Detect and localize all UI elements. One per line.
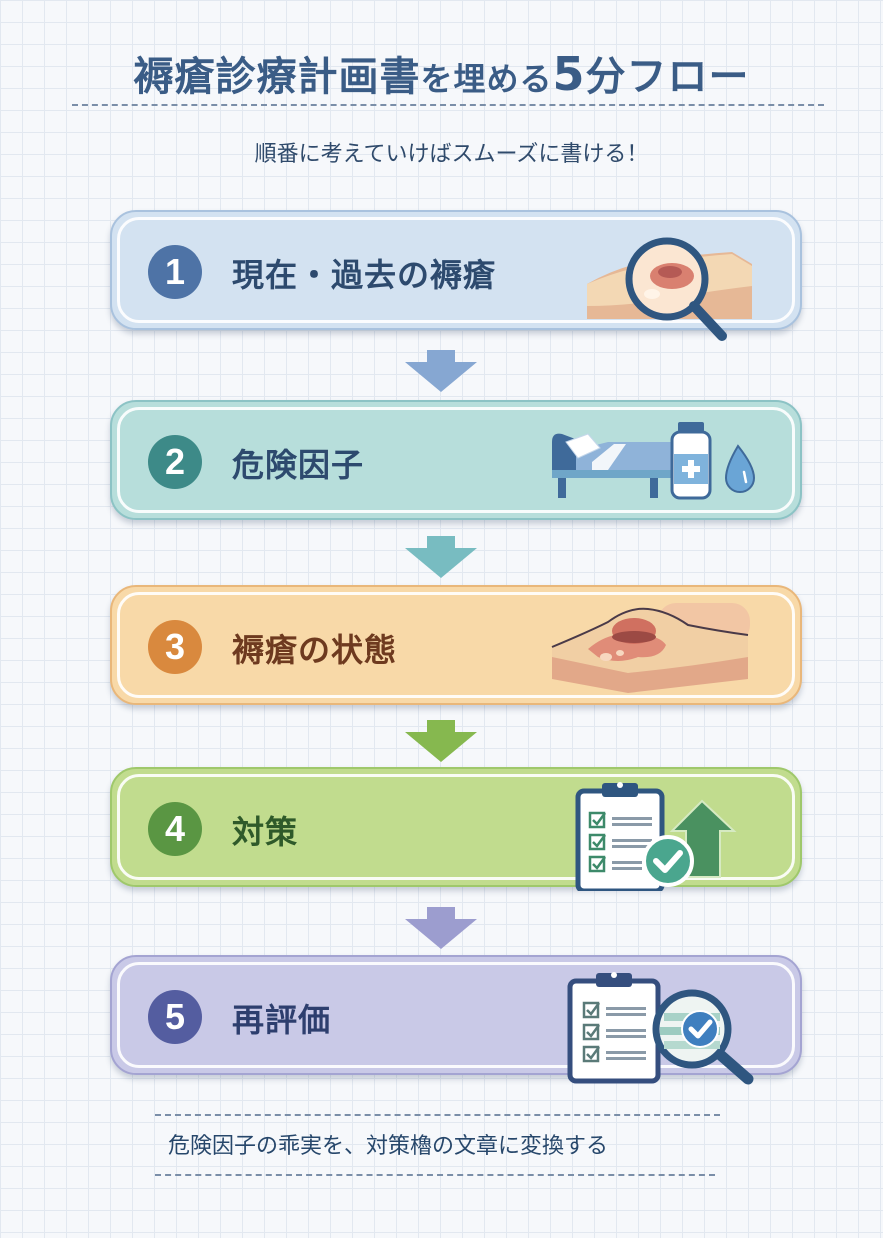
- step-number-badge: 2: [148, 435, 202, 489]
- footer-divider-top: [155, 1114, 720, 1116]
- step-inner-border: [117, 407, 795, 513]
- step-1-current-past-pressure-ulcer: 1 現在・過去の褥瘡: [110, 210, 802, 341]
- step-number-badge: 4: [148, 802, 202, 856]
- flow-arrow-down-icon: [405, 720, 477, 762]
- checklist-magnifier-icon: [567, 972, 754, 1085]
- subtitle: 順番に考えていけばスムーズに書ける！: [254, 142, 649, 167]
- step-label: 再評価: [232, 1001, 332, 1039]
- bed-bottle-drop-icon: [552, 422, 756, 500]
- title-connector: を埋める: [420, 60, 553, 98]
- step-5-reassessment: 5 再評価: [110, 955, 802, 1085]
- step-3-pressure-ulcer-condition: 3 褥瘡の状態: [110, 585, 802, 705]
- skin-magnifier-icon: [587, 237, 752, 341]
- step-inner-border: [117, 774, 795, 880]
- step-number-badge: 3: [148, 620, 202, 674]
- step-label: 褥瘡の状態: [232, 631, 398, 669]
- footer-divider-bottom: [155, 1174, 715, 1176]
- step-label: 現在・過去の褥瘡: [232, 256, 497, 294]
- step-inner-border: [117, 592, 795, 698]
- step-inner-border: [117, 217, 795, 323]
- title-suffix: 分フロー: [585, 54, 750, 100]
- title-divider: [72, 104, 824, 106]
- step-label: 危険因子: [232, 446, 365, 484]
- flow-arrow-down-icon: [405, 536, 477, 578]
- wound-skin-icon: [551, 603, 750, 693]
- step-label: 対策: [232, 813, 299, 851]
- step-2-risk-factors: 2 危険因子: [110, 400, 802, 520]
- flow-arrow-down-icon: [405, 350, 477, 392]
- checklist-arrow-up-icon: [575, 782, 737, 891]
- page-title: 褥瘡診療計画書を埋める5分フロー: [0, 44, 883, 109]
- footer-note: 危険因子の乖実を、対策櫓の文章に変換する: [168, 1134, 609, 1159]
- title-number: 5: [552, 47, 586, 101]
- title-main: 褥瘡診療計画書: [133, 54, 421, 100]
- step-inner-border: [117, 962, 795, 1068]
- step-number-badge: 1: [148, 245, 202, 299]
- flow-arrow-down-icon: [405, 907, 477, 949]
- step-number-badge: 5: [148, 990, 202, 1044]
- step-4-countermeasures: 4 対策: [110, 767, 802, 891]
